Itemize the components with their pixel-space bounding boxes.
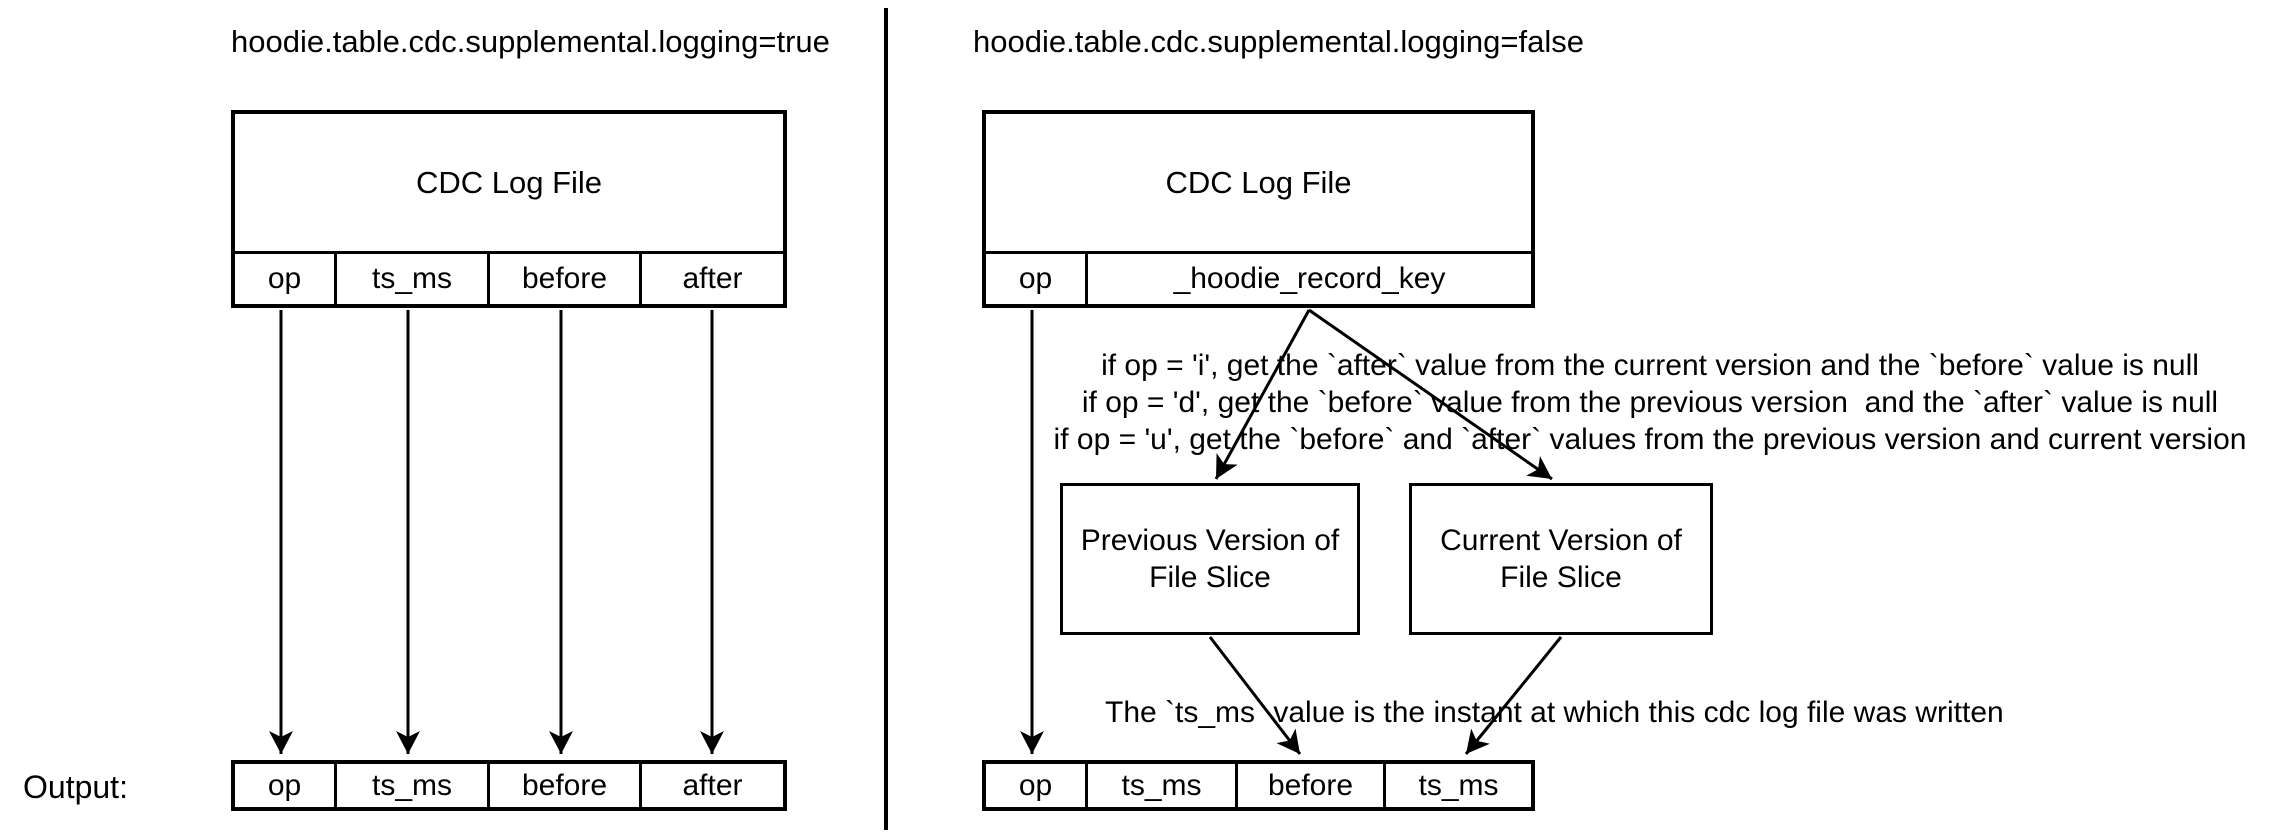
left-cdc-column-row: op ts_ms before after xyxy=(235,251,783,304)
right-cdc-log-file-title: CDC Log File xyxy=(1165,164,1352,200)
previous-version-file-slice-box: Previous Version of File Slice xyxy=(1060,483,1360,635)
left-output-label: Output: xyxy=(23,769,128,805)
right-output-col-ts-ms: ts_ms xyxy=(1085,764,1235,807)
current-version-line2: File Slice xyxy=(1500,561,1622,594)
right-output-table: op ts_ms before ts_ms xyxy=(982,760,1535,811)
right-cdc-log-file-box: CDC Log File op _hoodie_record_key xyxy=(982,110,1535,308)
right-cdc-col-hoodie-record-key: _hoodie_record_key xyxy=(1085,254,1531,304)
left-cdc-col-before: before xyxy=(487,254,639,304)
left-output-table: op ts_ms before after xyxy=(231,760,787,811)
left-cdc-col-after: after xyxy=(639,254,783,304)
right-output-col-ts-ms-2: ts_ms xyxy=(1383,764,1531,807)
right-panel-title: hoodie.table.cdc.supplemental.logging=fa… xyxy=(973,24,1584,59)
ts-ms-note: The `ts_ms` value is the instant at whic… xyxy=(1105,696,2004,729)
op-note-delete: if op = 'd', get the `before` value from… xyxy=(1081,386,2219,419)
previous-version-line1: Previous Version of xyxy=(1080,524,1340,557)
arrow-recordkey-to-previous xyxy=(1214,309,1311,480)
op-note-insert: if op = 'i', get the `after` value from … xyxy=(1101,349,2199,382)
op-note-update: if op = 'u', get the `before` and `after… xyxy=(1053,423,2247,456)
arrow-recordkey-to-current xyxy=(1308,308,1553,481)
left-output-col-op: op xyxy=(267,768,302,802)
left-cdc-col-op: op xyxy=(267,262,302,295)
current-version-file-slice-box: Current Version of File Slice xyxy=(1409,483,1713,635)
left-output-col-ts-ms: ts_ms xyxy=(334,764,487,807)
left-cdc-log-file-box: CDC Log File op ts_ms before after xyxy=(231,110,787,308)
left-panel-title: hoodie.table.cdc.supplemental.logging=tr… xyxy=(231,24,830,59)
right-output-col-op: op xyxy=(1018,768,1053,802)
right-cdc-col-op: op xyxy=(1018,262,1053,295)
left-output-col-after: after xyxy=(639,764,783,807)
previous-version-line2: File Slice xyxy=(1149,561,1271,594)
arrow-current-to-tsms xyxy=(1464,636,1563,755)
left-cdc-col-ts-ms: ts_ms xyxy=(334,254,487,304)
arrow-previous-to-before xyxy=(1208,636,1302,755)
right-output-col-before: before xyxy=(1235,764,1383,807)
right-cdc-column-row: op _hoodie_record_key xyxy=(986,251,1531,304)
left-cdc-log-file-title: CDC Log File xyxy=(415,164,603,200)
op-notes-block: if op = 'i', get the `after` value from … xyxy=(1030,347,2270,458)
current-version-line1: Current Version of xyxy=(1440,524,1682,557)
left-output-col-before: before xyxy=(487,764,639,807)
